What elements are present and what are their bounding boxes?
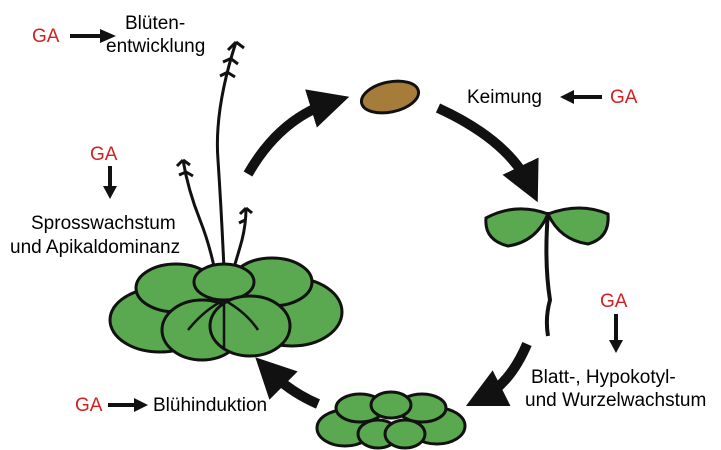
label-shoot-growth-line2: und Apikaldominanz (10, 236, 180, 259)
label-flower-development-line1: Blüten- (125, 12, 185, 35)
label-flower-development-line2: entwicklung (106, 35, 205, 58)
ga-label-flowering-induction: GA (75, 394, 102, 417)
seed (359, 76, 422, 117)
seedling (486, 208, 608, 336)
flowering-plant-rosette (110, 258, 342, 360)
cycle-arrow-to-rosette (482, 344, 527, 398)
arrow-down-icon (608, 314, 624, 354)
label-leaf-growth-line2: und Wurzelwachstum (525, 389, 706, 412)
ga-label-germination: GA (610, 86, 637, 109)
label-leaf-growth-line1: Blatt-, Hypokotyl- (531, 366, 676, 389)
label-shoot-growth-line1: Sprosswachstum (31, 212, 176, 235)
arrow-right-icon (108, 397, 150, 413)
cycle-arrow-to-flowering (268, 370, 318, 404)
ga-label-flower-development: GA (32, 25, 59, 48)
arrow-down-icon (102, 166, 118, 200)
young-rosette (317, 392, 465, 448)
ga-label-shoot-growth: GA (90, 143, 117, 166)
arrow-left-icon (560, 89, 604, 105)
label-flowering-induction: Blühinduktion (153, 394, 267, 417)
label-germination: Keimung (467, 86, 542, 109)
ga-label-leaf-growth: GA (600, 290, 627, 313)
flowering-plant-stems (177, 42, 252, 292)
cycle-arrow-to-seed (248, 102, 332, 174)
cycle-arrow-to-seedling (438, 108, 530, 186)
